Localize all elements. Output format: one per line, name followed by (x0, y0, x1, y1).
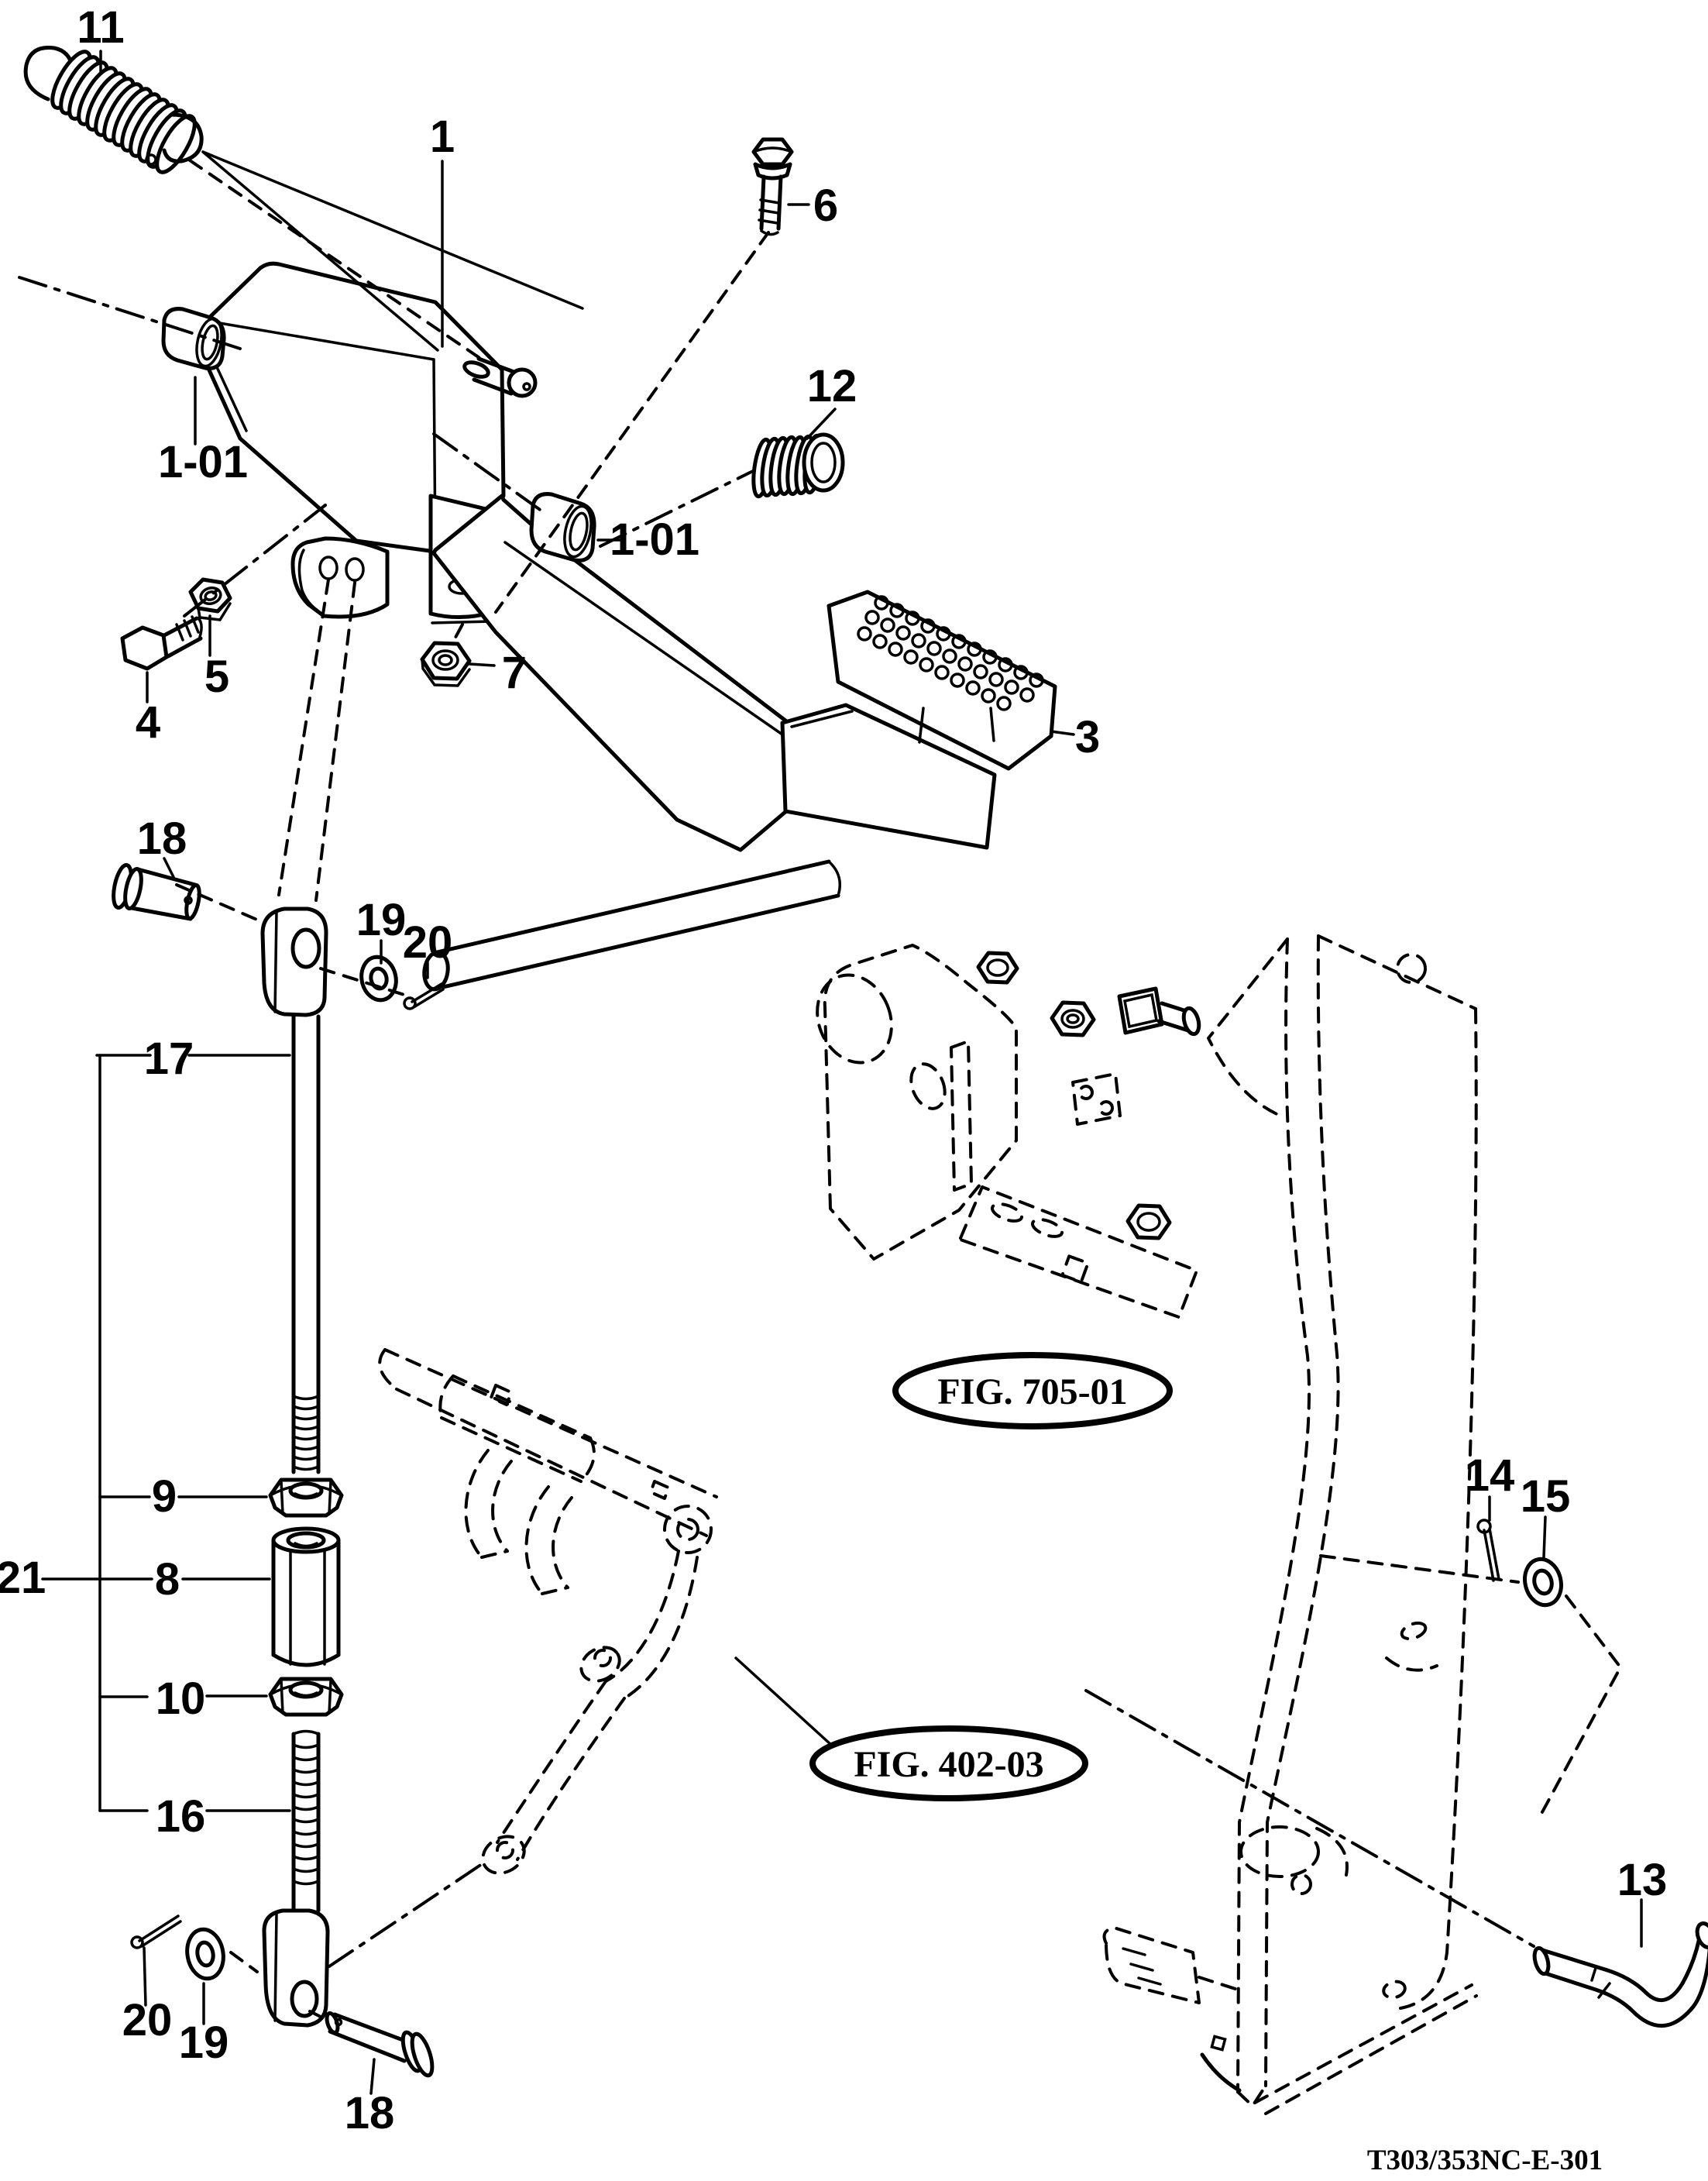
part-label-12: 12 (807, 361, 857, 411)
cotter-pin-part-20-top (403, 982, 445, 1010)
part-label-18-bottom: 18 (345, 2088, 395, 2138)
part-label-1-01-right: 1-01 (610, 514, 699, 565)
part-label-20-top: 20 (403, 917, 453, 968)
pedal-bracket-part-1 (194, 261, 997, 992)
frame-nut-c (1125, 1203, 1172, 1240)
bolt-part-4 (120, 615, 203, 671)
bent-rod-part-13 (1532, 1921, 1708, 2028)
part-label-17: 17 (144, 1034, 194, 1084)
bushing-part-1-01-right (529, 492, 596, 562)
part-label-8: 8 (155, 1554, 180, 1605)
part-label-18-top: 18 (137, 814, 187, 864)
washer-part-15 (1523, 1557, 1563, 1608)
figure-label-705-01: FIG. 705-01 (937, 1371, 1127, 1412)
figure-reference-705-01: FIG. 705-01 (892, 1352, 1173, 1429)
clevis-pin-part-18-bottom (325, 2011, 435, 2078)
nut-part-7 (420, 641, 472, 687)
clevis-top (260, 906, 328, 1017)
callout-labels: 11 1 6 12 1-01 1-01 4 5 7 3 18 19 20 17 … (0, 2, 1667, 2138)
frame-nut-b (1050, 1000, 1096, 1037)
part-label-20-bottom: 20 (122, 1995, 173, 2045)
part-label-9: 9 (152, 1471, 177, 1522)
washer-part-19-bottom (185, 1927, 225, 1981)
part-label-1: 1 (430, 112, 455, 162)
washer-part-19-top (359, 955, 398, 1003)
reference-frame-dashed (816, 934, 1622, 2115)
pad-knurl-dots (857, 595, 1044, 711)
bolt-part-6 (751, 137, 794, 236)
clevis-bottom (262, 1908, 330, 2028)
part-label-5: 5 (204, 652, 229, 702)
part-label-21: 21 (0, 1553, 46, 1603)
part-label-6: 6 (813, 181, 838, 231)
spring-part-12 (751, 432, 845, 499)
part-label-19-top: 19 (356, 895, 407, 945)
part-label-19-bottom: 19 (179, 2018, 229, 2068)
nut-part-10 (268, 1677, 344, 1717)
bushing-part-1-01-left (161, 307, 226, 370)
shift-fork-assembly-dashed (378, 1348, 718, 1875)
threaded-rod-part-16 (291, 1729, 321, 1913)
nut-part-9 (268, 1478, 344, 1518)
rod-part-17 (291, 1014, 321, 1474)
part-label-3: 3 (1075, 712, 1100, 762)
part-label-16: 16 (156, 1791, 206, 1842)
cotter-pin-part-14 (1476, 1519, 1500, 1582)
part-label-4: 4 (136, 697, 160, 748)
clevis-pin-part-18-top (112, 863, 201, 921)
frame-nut-a (976, 951, 1019, 985)
part-label-14: 14 (1465, 1450, 1515, 1501)
part-label-10: 10 (156, 1674, 206, 1724)
figure-reference-402-03: FIG. 402-03 (809, 1725, 1088, 1801)
construction-lines (18, 159, 1535, 2022)
part-label-7: 7 (502, 648, 527, 698)
leader-lines (41, 50, 1643, 2095)
pedal-pad-part-3 (827, 590, 1057, 771)
frame-bolt-plate (1117, 986, 1201, 1037)
figure-label-402-03: FIG. 402-03 (854, 1744, 1043, 1785)
part-label-11: 11 (77, 2, 124, 53)
drawing-number: T303/353NC-E-301 (1367, 2145, 1603, 2176)
part-label-15: 15 (1521, 1471, 1571, 1522)
coupler-part-8 (271, 1526, 341, 1667)
part-label-1-01-left: 1-01 (158, 437, 248, 487)
cotter-pin-part-20-bottom (130, 1914, 182, 1949)
spring-part-11 (23, 45, 204, 174)
part-label-13: 13 (1617, 1855, 1668, 1905)
